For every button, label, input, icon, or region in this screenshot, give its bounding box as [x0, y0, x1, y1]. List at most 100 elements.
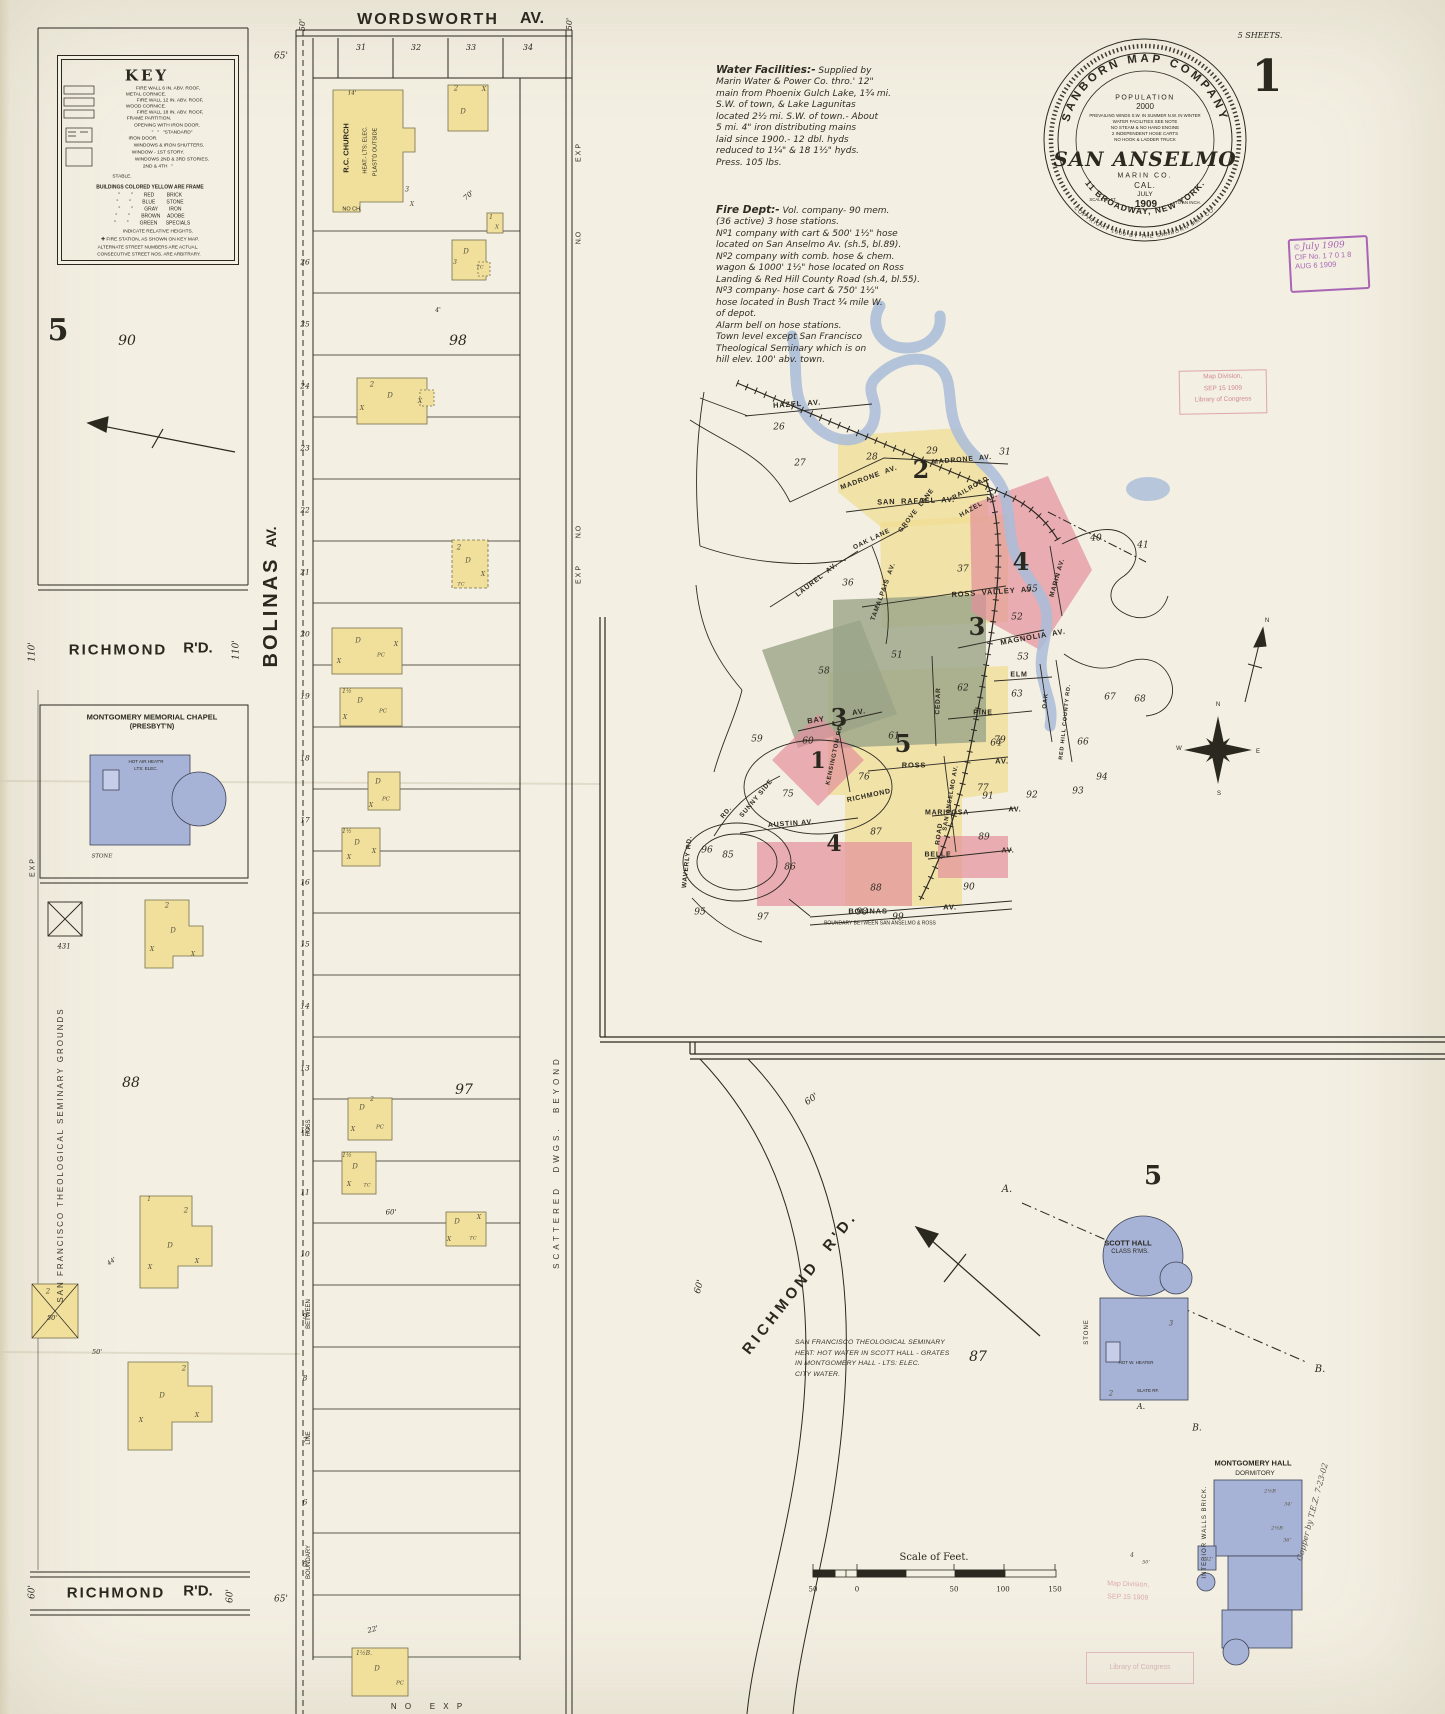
lot-number: 22 [300, 505, 310, 515]
block-number: 75 [782, 789, 794, 800]
area-label-seminary-grounds: SAN FRANCISCO THEOLOGICAL SEMINARY GROUN… [56, 1007, 65, 1303]
dimension: 60' [225, 1589, 236, 1603]
street-bolinas-av: AV. [263, 526, 279, 548]
key-note: ALTERNATE STREET NUMBERS ARE ACTUAL. [97, 244, 199, 250]
north-arrow-inset [1244, 626, 1267, 703]
scale-bar [812, 1564, 1057, 1578]
seminary-note: SAN FRANCISCO THEOLOGICAL SEMINARY HEAT:… [795, 1338, 1005, 1380]
dwelling-mark: D [355, 636, 361, 645]
story-count: 1 [147, 1196, 151, 1203]
block-number: 53 [1017, 652, 1029, 663]
seal-note: NO STEAM & NO HAND ENGINE [1110, 124, 1180, 130]
section-line-a: A. [1001, 1184, 1013, 1195]
lot-number: 13 [300, 1063, 310, 1073]
dimension: 60' [803, 1091, 821, 1108]
lot-number: 10 [300, 1249, 310, 1259]
key-line: WOOD CORNICE. [125, 104, 167, 110]
blue-buildings [89, 754, 1303, 1666]
block-number: 89 [978, 832, 990, 843]
fire-dept-title: Fire Dept:- [716, 203, 780, 216]
dwelling-mark: D [352, 1162, 358, 1171]
dimension: 22' [366, 1624, 380, 1635]
boundary-word: LINE [306, 1431, 312, 1445]
seal-note: PREVAILING WINDS S.W. IN SUMMER N.W. IN … [1089, 112, 1201, 118]
street-belle-av: AV. [1001, 847, 1015, 855]
windmill-tank-symbol [31, 901, 83, 1339]
lot-number: 26 [300, 257, 310, 267]
sheet-area-number: 1 [810, 748, 826, 774]
street-richmond-rd: R'D. [183, 1582, 213, 1600]
story-count: 2½B [1271, 1525, 1283, 1532]
dimension: 50' [91, 1347, 103, 1356]
block-number: 62 [957, 683, 969, 694]
block-number: 37 [957, 564, 969, 575]
lot-number: 23 [300, 443, 310, 453]
porch-mark: X [149, 946, 155, 953]
water-facilities-body: Supplied by Marin Water & Power Co. thro… [716, 65, 892, 168]
building-note: SLATE RF. [1137, 1387, 1159, 1393]
library-of-congress-text: Library of Congress [1109, 1664, 1171, 1671]
street-austin-av: AUSTIN AV. [767, 818, 815, 830]
lot-number: 15 [300, 939, 310, 949]
block-number: 63 [1011, 689, 1023, 700]
building-label-montgomery-hall: MONTGOMERY HALL [1214, 1458, 1292, 1468]
section-line-a: A. [1136, 1402, 1146, 1411]
block-number: 59 [751, 734, 763, 745]
building-note: PLAST'D OUTSIDE [372, 127, 379, 177]
porch-mark: X [190, 951, 196, 958]
block-number: 76 [858, 772, 870, 783]
seminary-note-line: CITY WATER. [795, 1370, 841, 1378]
boundary-note: BOUNDARY BETWEEN SAN ANSELMO & ROSS [824, 920, 936, 927]
sheet-area-number: 4 [826, 831, 842, 857]
building-note: STONE [91, 853, 113, 860]
dwelling-mark: D [170, 926, 176, 935]
key-color-line: " " BROWN ADOBE [115, 213, 185, 220]
seal-month: JULY [1137, 190, 1153, 198]
dimension: 60' [385, 1208, 397, 1217]
key-line: OPENING WITH IRON DOOR. [133, 123, 201, 129]
block-number: 61 [888, 731, 900, 742]
block-number: 68 [1134, 694, 1146, 705]
story-count: 4 [1130, 1552, 1134, 1559]
block-number: 99 [892, 912, 904, 923]
key-line: FIRE WALL 18 IN. ABV. ROOF, [136, 110, 204, 116]
street-wordsworth-av: WORDSWORTH [357, 11, 499, 28]
story-count: 2 [453, 84, 459, 93]
scale-tick: 150 [1048, 1585, 1062, 1594]
key-box [57, 55, 239, 265]
north-arrow-label: N [1264, 618, 1270, 624]
block-number: 91 [982, 791, 994, 802]
compass-east: E [1255, 749, 1261, 755]
block-number: 88 [870, 883, 882, 894]
street-sunny-side: RD. [719, 805, 734, 820]
yellow-buildings [31, 84, 504, 1697]
dwelling-mark: D [167, 1241, 173, 1250]
block-number: 55 [1026, 584, 1038, 595]
block-number: 41 [1137, 540, 1149, 551]
block-number: 92 [1026, 790, 1038, 801]
dimension: 60' [27, 1585, 38, 1599]
boundary-word: BETWEEN [306, 1299, 312, 1329]
lot-number: 6 [302, 1497, 308, 1507]
lot-number: 5 [302, 1559, 308, 1569]
block-number: 58 [818, 666, 830, 677]
lot-number: 33 [465, 43, 477, 52]
lot-number: 19 [300, 691, 310, 701]
key-line: " " "STANDARD" [151, 130, 193, 136]
porch-mark: X [393, 641, 399, 648]
key-note: ✚ FIRE STATION, AS SHOWN ON KEY MAP. [100, 237, 200, 243]
key-line: IRON DOOR. [128, 136, 158, 142]
story-count: 1½ [342, 1152, 352, 1159]
street-tamalpais-av: TAMALPAIS AV. [869, 561, 898, 622]
block-number: 90 [963, 882, 975, 893]
building-note: LTS: ELEC. [134, 765, 158, 771]
outbuilding-mark: PC [376, 1124, 384, 1131]
building-label-chapel: MONTGOMERY MEMORIAL CHAPEL [86, 712, 218, 722]
block-number: 51 [891, 650, 903, 661]
block-number: 79 [994, 735, 1006, 746]
lot-number: 25 [300, 319, 310, 329]
library-of-congress-box: Library of Congress [1086, 1652, 1194, 1684]
block-number: 95 [694, 907, 706, 918]
street-cedar: CEDAR [934, 687, 943, 715]
